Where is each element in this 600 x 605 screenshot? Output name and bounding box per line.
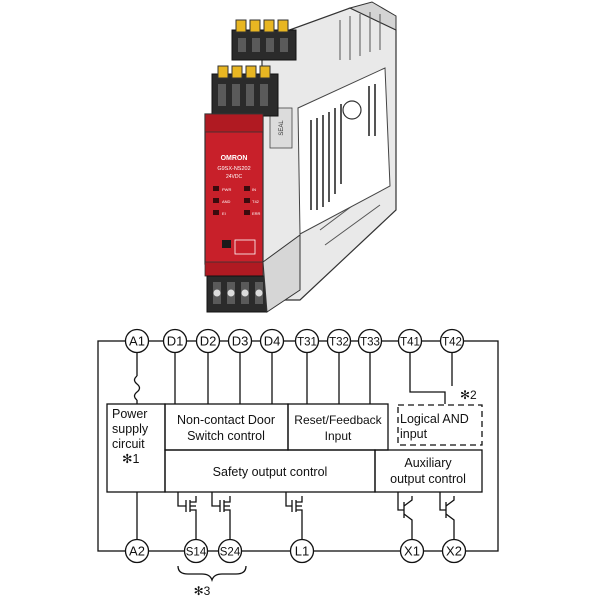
side-label-panel [297, 67, 391, 235]
power-supply-line-2: supply [112, 422, 149, 436]
logical-and-line-1: Logical AND [400, 412, 469, 426]
terminal-t41-circle [397, 328, 423, 354]
terminal-d3-label: D3 [232, 334, 249, 349]
fuse-symbol [133, 375, 141, 401]
terminal-x1-label: X1 [404, 544, 420, 559]
power-supply-line-3: circuit [112, 437, 145, 451]
wire-t41 [409, 353, 446, 404]
s14-output-transistor [177, 492, 197, 540]
terminal-t41-label: T41 [400, 337, 420, 349]
model-label: G9SX-NS202 [217, 166, 250, 172]
power-supply-note: ✻1 [122, 452, 139, 466]
s24-output-transistor [211, 492, 231, 540]
led-label-pwr: PWR [222, 187, 231, 192]
top-terminal-row: A1 D1 D2 D3 D4 T31 T32 T33 T41 T42 [124, 328, 465, 354]
terminal-x2-circle [441, 538, 467, 564]
door-switch-line-1: Non-contact Door [177, 413, 275, 427]
reset-feedback-block [287, 403, 389, 451]
led-label-in: IN [252, 187, 256, 192]
relay-product-image: SEAL OMRON G9SX-NS202 [204, 1, 397, 313]
terminal-a1-label: A1 [129, 334, 145, 349]
seal-label [269, 107, 293, 149]
voltage-label: 24VDC [226, 174, 243, 180]
terminal-d4-circle [259, 328, 285, 354]
safety-output-label: Safety output control [213, 465, 328, 479]
terminal-d4-label: D4 [264, 334, 281, 349]
terminal-t42-label: T42 [442, 337, 462, 349]
terminal-a1-circle [124, 328, 150, 354]
terminal-x2-label: X2 [446, 544, 462, 559]
terminal-d1-circle [162, 328, 188, 354]
door-switch-line-2: Switch control [187, 429, 265, 443]
terminal-t42-circle [439, 328, 465, 354]
switch-window [234, 239, 256, 255]
rotary-switch [222, 240, 231, 248]
seal-text: SEAL [279, 120, 285, 136]
top-terminal-block-rear [231, 19, 297, 61]
housing-ribs [319, 12, 381, 246]
terminal-t32-label: T32 [329, 337, 349, 349]
aux-output-line-1: Auxiliary [404, 456, 452, 470]
terminal-l1-circle [289, 538, 315, 564]
terminal-t31-label: T31 [297, 337, 317, 349]
terminal-x1-circle [399, 538, 425, 564]
l1-output-transistor [285, 492, 303, 540]
terminal-d2-label: D2 [200, 334, 217, 349]
reset-feedback-line-1: Reset/Feedback [294, 413, 382, 427]
led-label-and: AND [222, 199, 231, 204]
led-label-ei: EI [222, 211, 226, 216]
terminal-d2-circle [195, 328, 221, 354]
aux-output-line-2: output control [390, 472, 466, 486]
terminal-s14-circle [183, 538, 209, 564]
terminal-s14-label: S14 [186, 547, 207, 559]
block-diagram [97, 340, 499, 583]
terminal-d1-label: D1 [167, 334, 184, 349]
terminal-a2-circle [124, 538, 150, 564]
side-label-text-lines [310, 84, 376, 210]
led-label-err: ERR [252, 211, 261, 216]
top-terminal-block-front [211, 65, 279, 117]
terminal-t32-circle [326, 328, 352, 354]
terminal-s24-circle [217, 538, 243, 564]
reset-feedback-line-2: Input [325, 429, 352, 443]
logical-and-block [397, 404, 483, 446]
brace-note: ✻3 [194, 584, 211, 598]
power-supply-line-1: Power [112, 407, 147, 421]
terminal-t33-label: T33 [360, 337, 380, 349]
led-label-t42: T42 [252, 199, 260, 204]
s14-s24-brace [177, 565, 247, 583]
housing-top-edge [348, 1, 397, 31]
status-leds [213, 186, 250, 215]
terminal-t31-circle [294, 328, 320, 354]
aux-output-block [374, 449, 483, 493]
bottom-terminal-block [204, 234, 301, 313]
x2-output-transistor [439, 492, 455, 540]
bottom-terminal-row: A2 S14 S24 L1 X1 X2 [124, 538, 467, 564]
terminal-a2-label: A2 [129, 544, 145, 559]
terminal-l1-label: L1 [295, 544, 309, 559]
outer-frame [97, 340, 499, 552]
terminal-t33-circle [357, 328, 383, 354]
brand-label: OMRON [221, 155, 248, 162]
block-labels: Power supply circuit ✻1 Non-contact Door… [112, 388, 477, 598]
certification-mark [342, 100, 362, 120]
logical-and-line-2: input [400, 427, 428, 441]
terminal-s24-label: S24 [220, 547, 241, 559]
front-terminal-label-strip [204, 113, 264, 133]
x1-output-transistor [397, 492, 413, 540]
logical-and-note: ✻2 [460, 388, 477, 402]
door-switch-block [164, 403, 289, 451]
terminal-d3-circle [227, 328, 253, 354]
